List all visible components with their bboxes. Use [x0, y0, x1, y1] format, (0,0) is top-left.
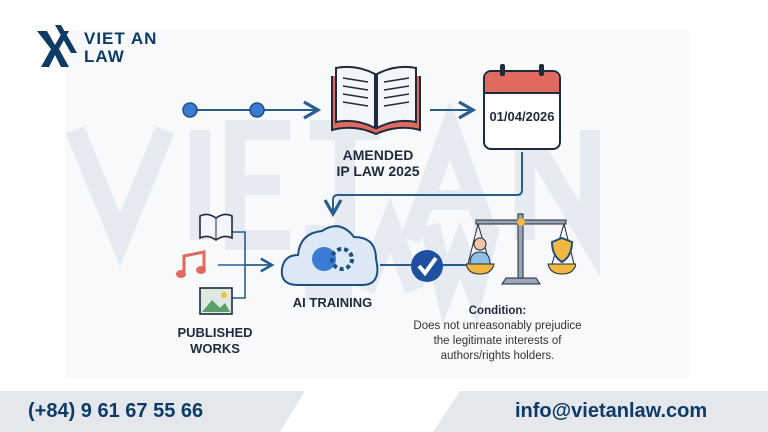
timeline-dot — [182, 102, 198, 118]
logo — [35, 23, 79, 74]
condition-line: authors/rights holders. — [440, 350, 555, 362]
condition-line: the legitimate interests of — [433, 335, 562, 347]
image-icon — [199, 287, 233, 315]
author-icon — [473, 237, 487, 251]
checkmark-icon — [411, 250, 443, 282]
condition-title: Condition: — [468, 305, 527, 317]
works-label-line1: PUBLISHED — [177, 325, 253, 340]
book-icon — [199, 213, 233, 241]
law-label-line2: IP LAW 2025 — [336, 163, 420, 179]
ai-label: AI TRAINING — [292, 295, 373, 310]
open-book-icon — [331, 65, 421, 136]
condition-line: Does not unreasonably prejudice — [413, 320, 582, 332]
law-label-line1: AMENDED — [342, 147, 414, 163]
footer-email[interactable]: info@vietanlaw.com — [515, 400, 708, 422]
logo-text: VIET AN LAW — [84, 30, 157, 66]
effective-date: 01/04/2026 — [489, 109, 555, 124]
calendar-icon: 01/04/2026 — [483, 70, 561, 150]
music-icon — [176, 250, 206, 278]
condition-text: Condition: Does not unreasonably prejudi… — [400, 304, 595, 364]
law-label: AMENDED IP LAW 2025 — [318, 147, 438, 179]
timeline-dot — [249, 102, 265, 118]
gear-icon — [330, 247, 354, 271]
brain-icon — [312, 247, 336, 271]
logo-mark-icon — [37, 25, 77, 67]
shield-icon — [550, 236, 574, 264]
works-label-line2: WORKS — [190, 341, 240, 356]
scales-of-justice-icon — [466, 213, 576, 285]
cloud-ai-icon — [280, 225, 379, 286]
logo-line1: VIET AN — [84, 29, 158, 48]
works-label: PUBLISHED WORKS — [170, 325, 260, 357]
logo-line2: LAW — [84, 47, 125, 66]
arrow-to-ai — [323, 152, 523, 218]
footer-bands — [0, 391, 768, 432]
footer-phone[interactable]: (+84) 9 61 67 55 66 — [28, 400, 204, 422]
